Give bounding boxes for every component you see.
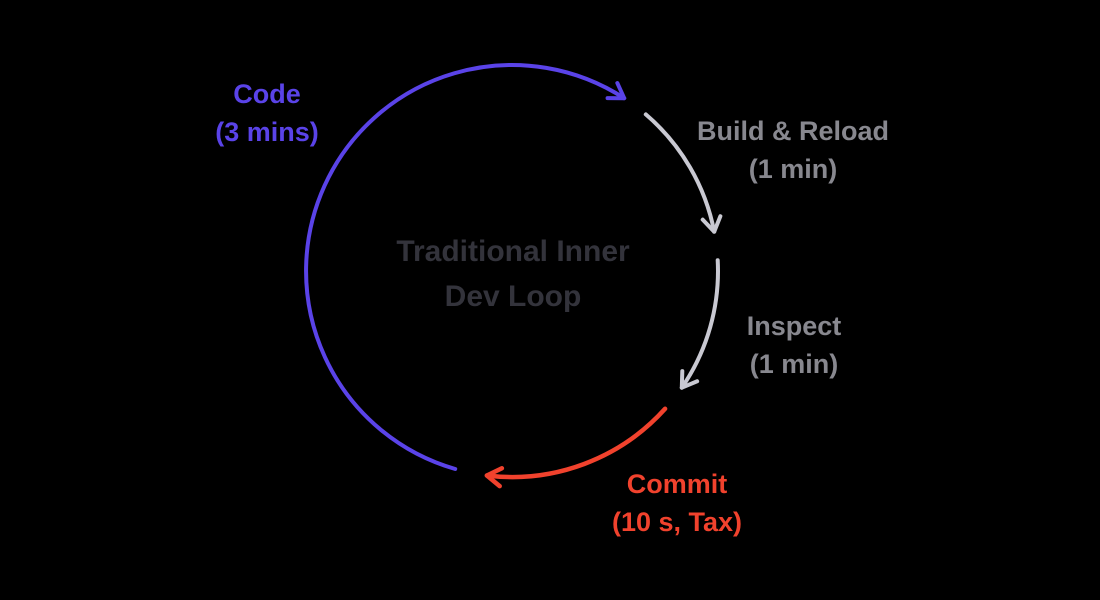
diagram-title-line2: Dev Loop [444,280,582,313]
label-inspect: Inspect (1 min) [747,307,842,383]
label-code-name: Code [233,79,301,109]
label-code-duration: (3 mins) [215,117,319,147]
code-arc [304,63,627,471]
diagram-title: Traditional Inner Dev Loop [396,229,629,319]
label-build-reload: Build & Reload (1 min) [697,112,889,188]
label-inspect-duration: (1 min) [749,349,839,379]
label-commit-duration: (10 s, Tax) [611,507,743,537]
label-code: Code (3 mins) [215,75,319,151]
label-commit: Commit (10 s, Tax) [612,465,742,541]
build-reload-arc [643,112,723,234]
diagram-title-line1: Traditional Inner [396,235,630,268]
label-commit-name: Commit [626,469,728,499]
label-inspect-name: Inspect [746,311,842,341]
label-build-reload-name: Build & Reload [696,116,890,146]
commit-arc [484,406,668,489]
label-build-reload-duration: (1 min) [748,154,838,184]
inspect-arc [679,258,720,390]
